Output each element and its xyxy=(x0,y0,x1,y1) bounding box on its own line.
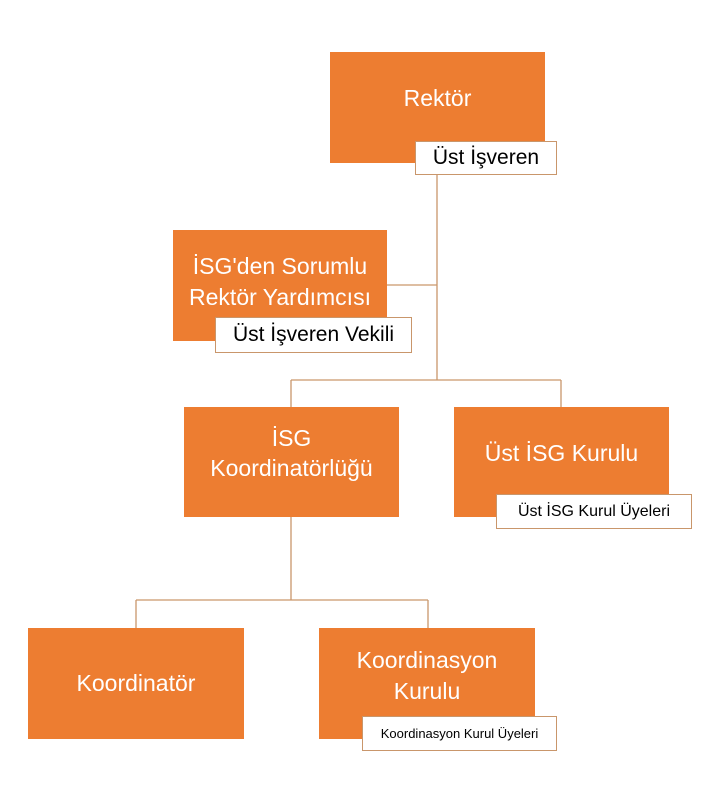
tag-rektor-yardimcisi-role: Üst İşveren Vekili xyxy=(215,317,412,353)
node-isg-koordinatorlugu: İSG Koordinatörlüğü xyxy=(184,407,399,517)
node-rektor-yardimcisi-label: İSG'den Sorumlu Rektör Yardımcısı xyxy=(189,253,371,310)
node-ust-isg-kurulu-label: Üst İSG Kurulu xyxy=(484,439,639,466)
node-koordinasyon-kurulu-label: Koordinasyon Kurulu xyxy=(356,647,498,704)
tag-rektor-role: Üst İşveren xyxy=(415,141,557,175)
node-koordinator-label: Koordinatör xyxy=(76,670,196,697)
tag-ust-isg-kurulu-role: Üst İSG Kurul Üyeleri xyxy=(496,494,692,529)
tag-koordinasyon-kurulu-role: Koordinasyon Kurul Üyeleri xyxy=(362,716,557,751)
node-isg-koordinatorlugu-label: İSG Koordinatörlüğü xyxy=(210,424,373,481)
node-rektor-label: Rektör xyxy=(403,85,472,112)
node-koordinator: Koordinatör xyxy=(28,628,244,739)
